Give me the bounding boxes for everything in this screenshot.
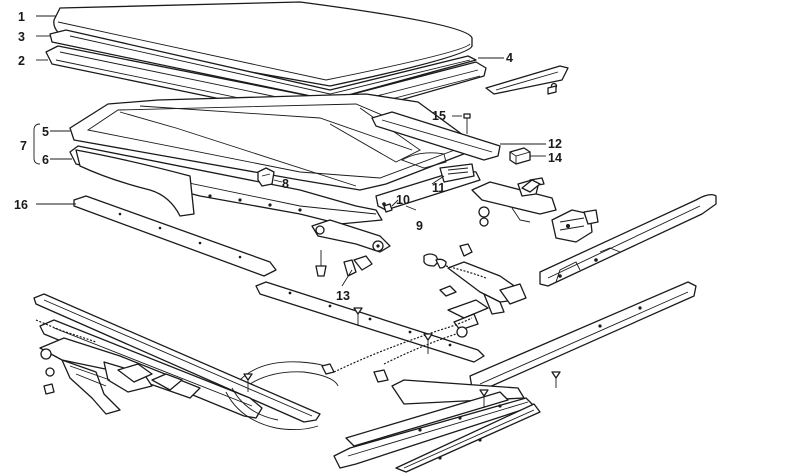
right-guide-rail bbox=[539, 194, 717, 287]
cable-guide-plate bbox=[255, 281, 485, 363]
callout-9: 9 bbox=[416, 219, 423, 233]
cover-strip bbox=[73, 195, 277, 277]
lower-guide-rails bbox=[333, 281, 697, 473]
pin-screw bbox=[383, 203, 393, 213]
slide-bracket bbox=[375, 163, 481, 211]
callout-5: 5 bbox=[42, 125, 49, 139]
screw bbox=[463, 113, 471, 134]
rear-hinge-bracket bbox=[471, 177, 557, 227]
front-mechanism bbox=[35, 319, 201, 415]
callout-8: 8 bbox=[282, 177, 289, 191]
seal-strip bbox=[49, 29, 477, 101]
drive-cables bbox=[239, 317, 473, 389]
callout-11: 11 bbox=[432, 181, 445, 195]
callout-2: 2 bbox=[18, 54, 25, 68]
drive-crank bbox=[423, 243, 527, 338]
callout-15: 15 bbox=[432, 109, 446, 123]
callout-12: 12 bbox=[548, 137, 562, 151]
callout-3: 3 bbox=[18, 30, 25, 44]
callout-6: 6 bbox=[42, 153, 49, 167]
callout-16: 16 bbox=[14, 198, 28, 212]
latch-mechanism bbox=[551, 209, 599, 243]
loose-screws bbox=[243, 85, 561, 408]
guide-strip bbox=[371, 111, 501, 161]
deflector-tray bbox=[69, 145, 383, 225]
retaining-clip bbox=[257, 167, 275, 187]
callout-1: 1 bbox=[18, 10, 25, 24]
callout-4: 4 bbox=[506, 51, 513, 65]
lift-bracket bbox=[311, 219, 391, 277]
callout-10: 10 bbox=[396, 193, 410, 207]
callout-7: 7 bbox=[20, 139, 27, 153]
stop-block bbox=[509, 147, 531, 165]
callout-14: 14 bbox=[548, 151, 562, 165]
callout-labels: 1 3 2 4 5 7 6 8 11 10 9 12 14 15 16 13 bbox=[14, 10, 562, 303]
callout-13: 13 bbox=[336, 289, 350, 303]
leader-lines bbox=[33, 15, 546, 287]
